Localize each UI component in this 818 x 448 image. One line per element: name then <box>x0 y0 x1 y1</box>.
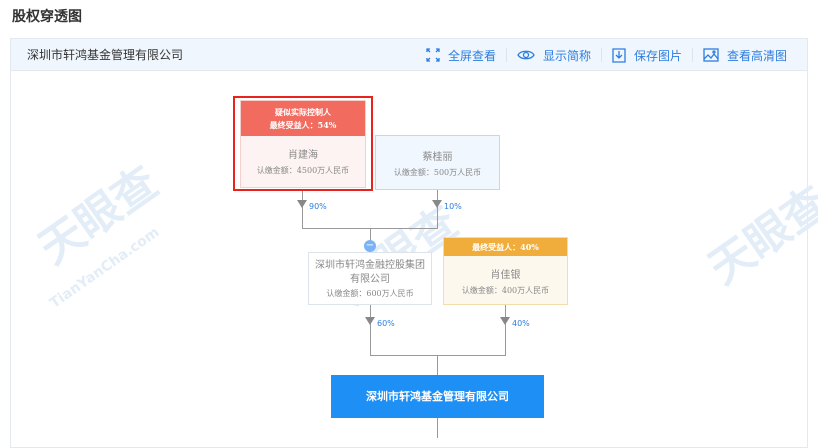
page-title: 股权穿透图 <box>12 9 82 25</box>
fullscreen-icon <box>426 48 440 62</box>
share-percent: 60% <box>377 319 395 328</box>
show-abbreviation-button[interactable]: 显示简称 <box>507 47 601 64</box>
arrow-icon <box>500 317 510 325</box>
fullscreen-label: 全屏查看 <box>447 48 496 63</box>
connector <box>505 305 506 355</box>
divider <box>505 48 507 62</box>
panel-header: 深圳市轩鸿基金管理有限公司 全屏查看 显示简称 保存图片 查看高清图 <box>11 39 807 71</box>
collapse-toggle[interactable]: − <box>364 240 376 252</box>
share-percent: 40% <box>512 319 530 328</box>
download-icon <box>612 47 626 63</box>
connector <box>437 418 438 438</box>
view-hd-button[interactable]: 查看高清图 <box>693 47 797 64</box>
target-company-node[interactable]: 深圳市轩鸿基金管理有限公司 <box>331 375 544 418</box>
share-percent: 90% <box>309 202 327 211</box>
eye-icon <box>517 50 535 60</box>
shareholder-name: 深圳市轩鸿金融控股集团有限公司 <box>315 260 425 285</box>
image-icon <box>703 48 719 62</box>
connector <box>370 305 371 355</box>
show-abbreviation-label: 显示简称 <box>542 48 591 63</box>
save-image-label: 保存图片 <box>633 48 682 63</box>
save-image-button[interactable]: 保存图片 <box>602 47 692 64</box>
shareholder-name: 蔡桂丽 <box>422 152 453 163</box>
divider <box>691 48 693 62</box>
shareholder-name: 肖建海 <box>288 150 318 161</box>
divider <box>600 48 602 62</box>
arrow-icon <box>365 317 375 325</box>
shareholder-node-group[interactable]: 深圳市轩鸿金融控股集团有限公司 认缴金额：600万人民币 <box>308 252 432 305</box>
share-percent: 10% <box>444 202 462 211</box>
subscribed-amount: 认缴金额：600万人民币 <box>326 289 414 298</box>
shareholder-node-cai-guili[interactable]: 蔡桂丽 认缴金额：500万人民币 <box>375 135 500 190</box>
connector <box>302 190 303 228</box>
view-hd-label: 查看高清图 <box>726 48 787 63</box>
shareholder-node-xiao-jiayin[interactable]: 最终受益人：40% 肖佳银 认缴金额：400万人民币 <box>443 237 568 305</box>
subscribed-amount: 认缴金额：500万人民币 <box>393 168 482 177</box>
subscribed-amount: 认缴金额：400万人民币 <box>461 286 550 295</box>
actual-controller-tag: 疑似实际控制人 <box>275 107 331 117</box>
beneficiary-tag: 最终受益人：40% <box>444 238 567 256</box>
arrow-icon <box>297 200 307 208</box>
shareholder-name: 肖佳银 <box>490 270 521 281</box>
connector <box>437 355 438 375</box>
company-name: 深圳市轩鸿基金管理有限公司 <box>27 48 184 62</box>
shareholder-node-xiao-jianhai[interactable]: 疑似实际控制人 最终受益人：54% 肖建海 认缴金额：4500万人民币 <box>240 100 366 188</box>
highlight-frame <box>233 96 373 191</box>
connector <box>370 355 506 356</box>
arrow-icon <box>432 200 442 208</box>
connector <box>437 190 438 228</box>
subscribed-amount: 认缴金额：4500万人民币 <box>256 166 350 175</box>
beneficiary-tag: 最终受益人：54% <box>269 120 337 130</box>
fullscreen-button[interactable]: 全屏查看 <box>416 47 506 64</box>
